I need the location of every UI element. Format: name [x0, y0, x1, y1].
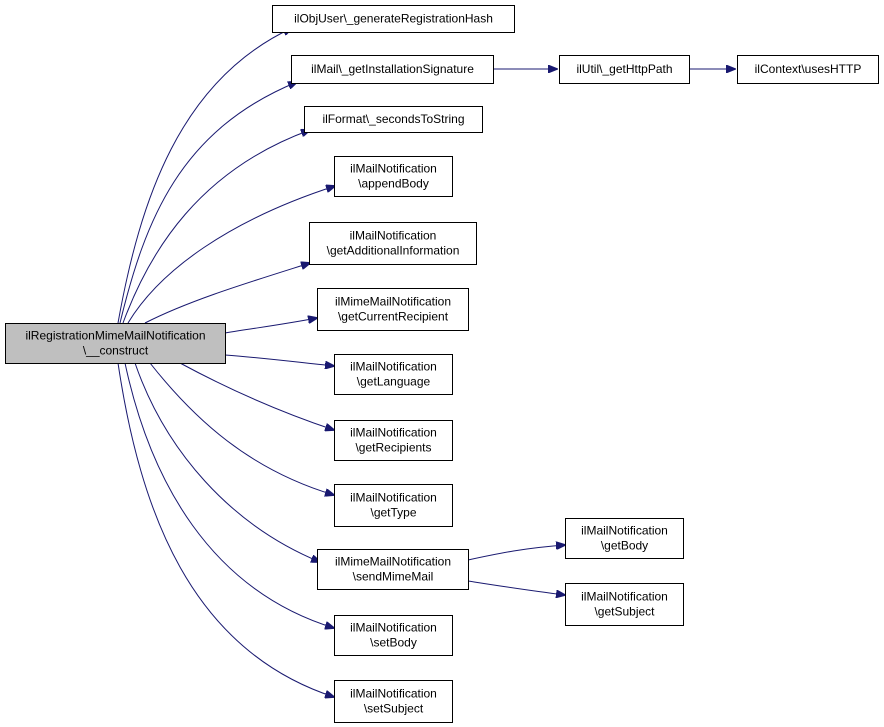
- edge-root-to-n12: [134, 362, 320, 562]
- edges-layer: [117, 28, 735, 697]
- node-box: [559, 55, 690, 84]
- node-label-line: \__construct: [83, 344, 149, 358]
- node-label-line: \setBody: [370, 636, 417, 650]
- node-box: [334, 354, 453, 395]
- node-label-line: \getBody: [601, 539, 648, 553]
- node-box: [309, 222, 477, 265]
- node-box: [317, 549, 469, 590]
- node-label-line: \getAdditionalInformation: [327, 244, 460, 258]
- edge-root-to-n6: [127, 186, 335, 324]
- node-n5[interactable]: ilFormat\_secondsToString: [304, 106, 483, 133]
- node-label-line: \sendMimeMail: [353, 570, 434, 584]
- node-box: [291, 55, 494, 84]
- node-label-line: \setSubject: [364, 702, 424, 716]
- edge-root-to-n10: [179, 362, 334, 430]
- node-label-line: ilMailNotification: [350, 687, 437, 701]
- node-n9[interactable]: ilMailNotification\getLanguage: [334, 354, 453, 395]
- node-n1[interactable]: ilObjUser\_generateRegistrationHash: [272, 5, 515, 33]
- node-box: [334, 615, 453, 656]
- node-n16[interactable]: ilMailNotification\setSubject: [334, 680, 453, 723]
- edge-n12-to-n14: [467, 580, 565, 595]
- edge-root-to-n15: [124, 362, 334, 628]
- node-box: [334, 156, 453, 197]
- edge-root-to-n7: [144, 263, 310, 324]
- node-label-line: \getLanguage: [357, 375, 431, 389]
- node-label-line: ilMimeMailNotification: [335, 555, 451, 569]
- node-label-line: ilMailNotification: [581, 590, 668, 604]
- node-label-line: \getSubject: [594, 605, 655, 619]
- node-label-line: ilMailNotification: [581, 524, 668, 538]
- edge-root-to-n9: [224, 354, 334, 366]
- node-label-line: ilMimeMailNotification: [335, 295, 451, 309]
- edge-root-to-n2: [119, 82, 297, 324]
- node-label-line: \appendBody: [358, 177, 429, 191]
- node-label-line: ilMailNotification: [350, 491, 437, 505]
- node-label-line: \getRecipients: [355, 441, 431, 455]
- node-label-line: ilMailNotification: [350, 426, 437, 440]
- node-box: [272, 5, 515, 33]
- node-n14[interactable]: ilMailNotification\getSubject: [565, 583, 684, 626]
- node-label-line: ilMailNotification: [350, 621, 437, 635]
- node-label-line: ilRegistrationMimeMailNotification: [25, 329, 205, 343]
- node-label-line: ilMailNotification: [350, 229, 437, 243]
- node-n4[interactable]: ilContext\usesHTTP: [737, 55, 879, 84]
- edge-root-to-n11: [149, 362, 334, 495]
- edge-root-to-n8: [224, 318, 317, 334]
- node-n12[interactable]: ilMimeMailNotification\sendMimeMail: [317, 549, 469, 590]
- node-box: [304, 106, 483, 133]
- node-n10[interactable]: ilMailNotification\getRecipients: [334, 420, 453, 461]
- node-n3[interactable]: ilUtil\_getHttpPath: [559, 55, 690, 84]
- node-box: [565, 583, 684, 626]
- node-box: [317, 288, 469, 331]
- node-n7[interactable]: ilMailNotification\getAdditionalInformat…: [309, 222, 477, 265]
- node-label-line: \getType: [370, 506, 416, 520]
- node-label-line: ilContext\usesHTTP: [755, 62, 862, 76]
- edge-n12-to-n13: [467, 545, 565, 561]
- node-label-line: ilMail\_getInstallationSignature: [311, 62, 474, 76]
- node-n8[interactable]: ilMimeMailNotification\getCurrentRecipie…: [317, 288, 469, 331]
- node-label-line: ilObjUser\_generateRegistrationHash: [294, 12, 493, 26]
- node-n2[interactable]: ilMail\_getInstallationSignature: [291, 55, 494, 84]
- node-box: [334, 420, 453, 461]
- node-box: [334, 680, 453, 723]
- node-n15[interactable]: ilMailNotification\setBody: [334, 615, 453, 656]
- node-box: [5, 323, 226, 364]
- node-label-line: ilMailNotification: [350, 162, 437, 176]
- nodes-layer: ilRegistrationMimeMailNotification\__con…: [5, 5, 879, 723]
- node-root[interactable]: ilRegistrationMimeMailNotification\__con…: [5, 323, 226, 364]
- node-box: [565, 518, 684, 559]
- node-label-line: ilFormat\_secondsToString: [322, 112, 464, 126]
- node-label-line: ilUtil\_getHttpPath: [576, 62, 672, 76]
- node-box: [737, 55, 879, 84]
- node-n11[interactable]: ilMailNotification\getType: [334, 484, 453, 527]
- node-n6[interactable]: ilMailNotification\appendBody: [334, 156, 453, 197]
- node-n13[interactable]: ilMailNotification\getBody: [565, 518, 684, 559]
- edge-root-to-n5: [122, 130, 310, 324]
- edge-root-to-n16: [117, 362, 334, 697]
- node-label-line: \getCurrentRecipient: [338, 310, 449, 324]
- node-box: [334, 484, 453, 527]
- edge-root-to-n1: [117, 28, 292, 324]
- node-label-line: ilMailNotification: [350, 360, 437, 374]
